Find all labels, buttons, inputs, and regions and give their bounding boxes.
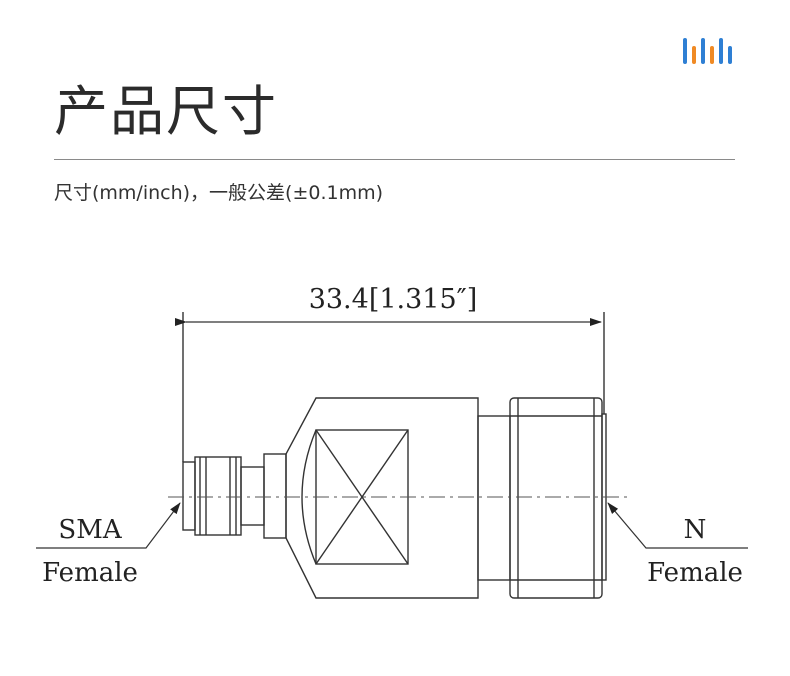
right-connector-gender: Female bbox=[647, 558, 743, 588]
bars-logo-icon bbox=[683, 38, 732, 64]
left-connector-gender: Female bbox=[42, 558, 138, 588]
overall-length-label: 33.4[1.315″] bbox=[309, 284, 478, 315]
n-female-body bbox=[477, 397, 607, 599]
hex-body bbox=[285, 397, 479, 599]
leader-line-right bbox=[607, 502, 748, 549]
title-divider bbox=[54, 159, 735, 160]
dimension-note: 尺寸(mm/inch)，一般公差(±0.1mm) bbox=[54, 182, 384, 204]
right-connector-type: N bbox=[684, 515, 707, 545]
page-title: 产品尺寸 bbox=[54, 80, 278, 143]
left-connector-type: SMA bbox=[58, 515, 122, 545]
connector-dimension-drawing: 33.4[1.315″] SMA Female N Female bbox=[36, 284, 748, 599]
sma-female-body bbox=[182, 453, 287, 539]
leader-line-left bbox=[36, 502, 181, 549]
